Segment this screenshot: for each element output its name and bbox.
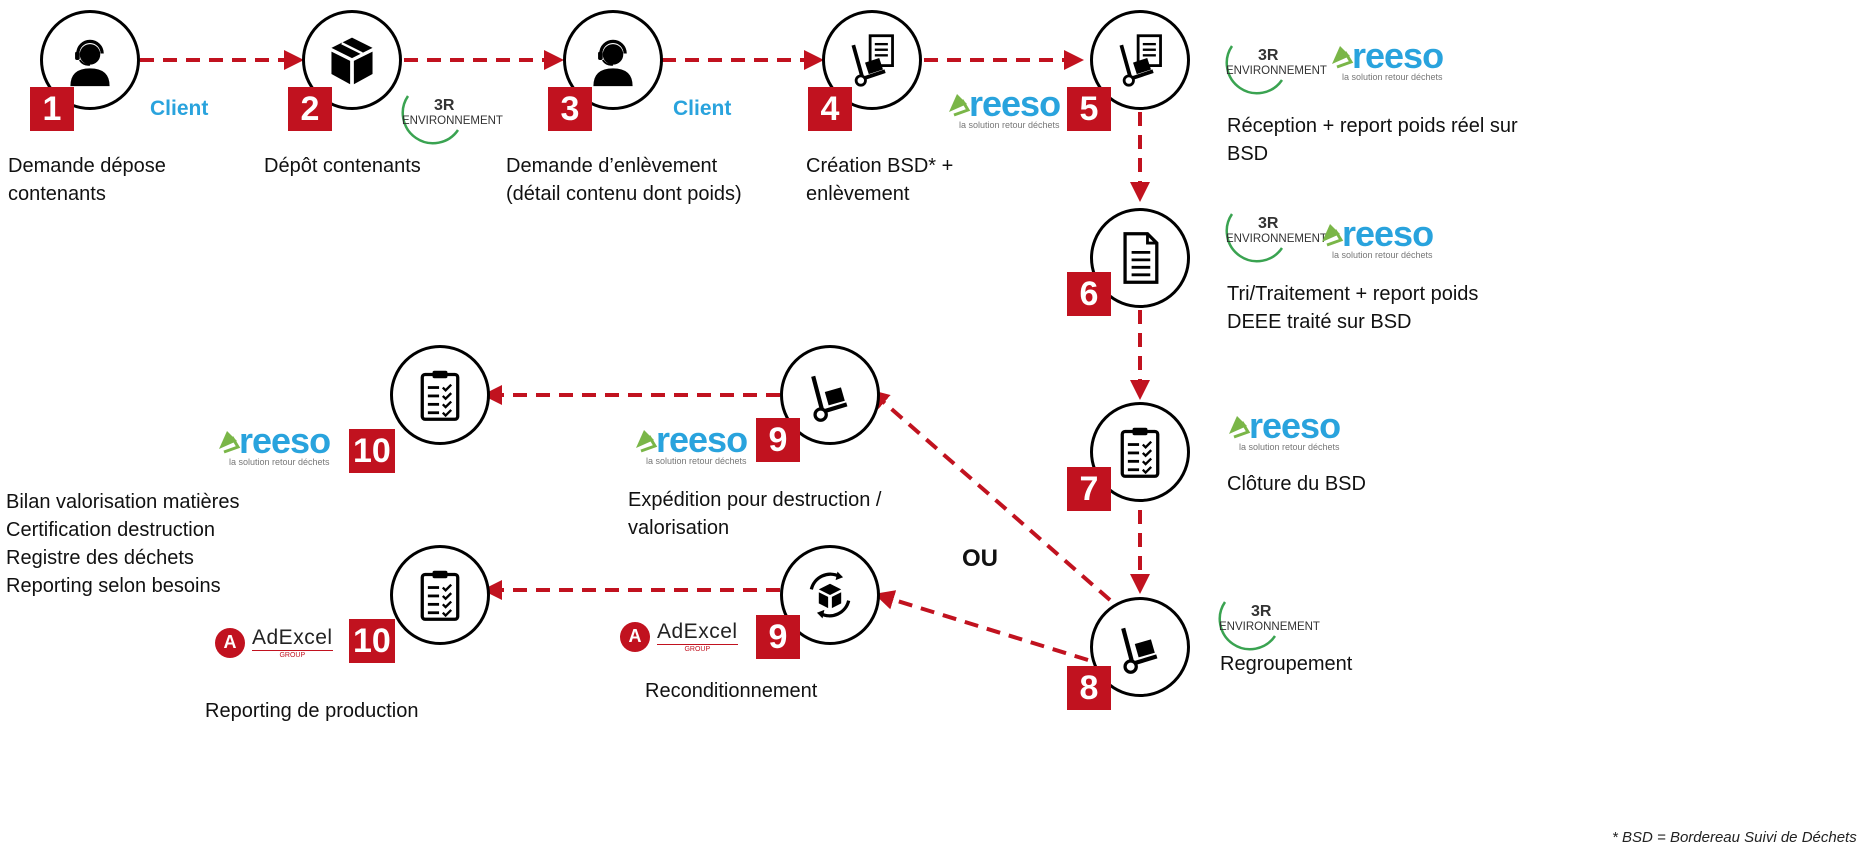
step-7-number: 7 — [1067, 467, 1111, 511]
recycle-leaf-icon — [636, 430, 658, 453]
handtruck-document-icon — [1119, 34, 1162, 87]
step-9a-number: 9 — [756, 418, 800, 462]
headset-person-icon — [70, 39, 110, 87]
step-3-client-label: Client — [673, 97, 732, 120]
step-7-node — [1090, 402, 1190, 502]
step-10a-node — [390, 345, 490, 445]
arrow-8-9-top — [868, 389, 1112, 602]
recycle-leaf-icon — [1332, 46, 1354, 69]
branch-or-label: OU — [962, 545, 998, 572]
step-2-label: Dépôt contenants — [264, 155, 421, 177]
handtruck-document-icon — [851, 34, 894, 87]
handtruck-icon — [811, 375, 848, 422]
step-3-number: 3 — [548, 87, 592, 131]
step-6-number: 6 — [1067, 272, 1111, 316]
recycle-box-icon — [809, 571, 851, 619]
bsd-footnote: * BSD = Bordereau Suivi de Déchets — [1612, 829, 1857, 846]
step-9b-label: Reconditionnement — [645, 680, 818, 702]
step-5-number: 5 — [1067, 87, 1111, 131]
step-7-label: Clôture du BSD — [1227, 473, 1366, 495]
step-10b-node — [390, 545, 490, 645]
env3r-logo-step2: 3R ENVIRONNEMENT — [401, 95, 503, 145]
clipboard-icon — [420, 570, 460, 621]
svg-text:3R: 3R — [1258, 47, 1279, 64]
reeso-logo-step6: reeso la solution retour déchets — [1318, 216, 1434, 260]
step-9a-node — [780, 345, 880, 445]
step-4-label: Création BSD* + enlèvement — [806, 155, 954, 205]
recycle-leaf-icon — [949, 94, 971, 117]
step-6-label: Tri/Traitement + report poids DEEE trait… — [1227, 283, 1479, 333]
svg-text:3R: 3R — [1258, 215, 1279, 232]
step-10a-number: 10 — [349, 429, 395, 473]
reeso-logo-step4: reeso la solution retour déchets — [945, 86, 1061, 130]
step-1-client-label: Client — [150, 97, 209, 120]
step-1-number: 1 — [30, 87, 74, 131]
document-icon — [1123, 232, 1159, 284]
env3r-logo-step6: 3R ENVIRONNEMENT — [1225, 213, 1327, 263]
env3r-logo-step8: 3R ENVIRONNEMENT — [1218, 601, 1320, 651]
recycle-leaf-icon — [1322, 224, 1344, 247]
step-10b-number: 10 — [349, 619, 395, 663]
step-3-label: Demande d’enlèvement (détail contenu don… — [506, 155, 742, 205]
svg-text:3R: 3R — [1251, 603, 1272, 620]
step-8-label: Regroupement — [1220, 653, 1353, 675]
handtruck-icon — [1121, 627, 1158, 674]
svg-text:ENVIRONNEMENT: ENVIRONNEMENT — [1226, 233, 1327, 245]
reeso-logo-step9: reeso la solution retour déchets — [632, 422, 748, 466]
clipboard-icon — [420, 370, 460, 421]
svg-text:3R: 3R — [434, 97, 455, 114]
reeso-logo-step7: reeso la solution retour déchets — [1225, 408, 1341, 452]
step-8-number: 8 — [1067, 666, 1111, 710]
recycle-leaf-icon — [219, 431, 241, 454]
svg-text:ENVIRONNEMENT: ENVIRONNEMENT — [402, 115, 503, 127]
step-4-number: 4 — [808, 87, 852, 131]
clipboard-icon — [1120, 427, 1160, 478]
svg-text:ENVIRONNEMENT: ENVIRONNEMENT — [1219, 621, 1320, 633]
step-1-node — [40, 10, 140, 110]
step-2-number: 2 — [288, 87, 332, 131]
step-10b-label: Reporting de production — [205, 700, 419, 722]
svg-text:ENVIRONNEMENT: ENVIRONNEMENT — [1226, 65, 1327, 77]
step-9a-label: Expédition pour destruction / valorisati… — [628, 489, 882, 539]
env3r-logo-step5: 3R ENVIRONNEMENT — [1225, 45, 1327, 95]
headset-person-icon — [593, 39, 633, 87]
step-9b-number: 9 — [756, 615, 800, 659]
box-icon — [331, 37, 373, 85]
reeso-logo-step5: reeso la solution retour déchets — [1328, 38, 1444, 82]
reeso-logo-step10: reeso la solution retour déchets — [215, 423, 331, 467]
recycle-leaf-icon — [1229, 416, 1251, 439]
arrow-8-9-bottom — [874, 590, 1089, 662]
step-10a-label: Bilan valorisation matières Certificatio… — [6, 491, 240, 597]
step-1-label: Demande dépose contenants — [8, 155, 166, 205]
step-5-label: Réception + report poids réel sur BSD — [1227, 115, 1518, 165]
